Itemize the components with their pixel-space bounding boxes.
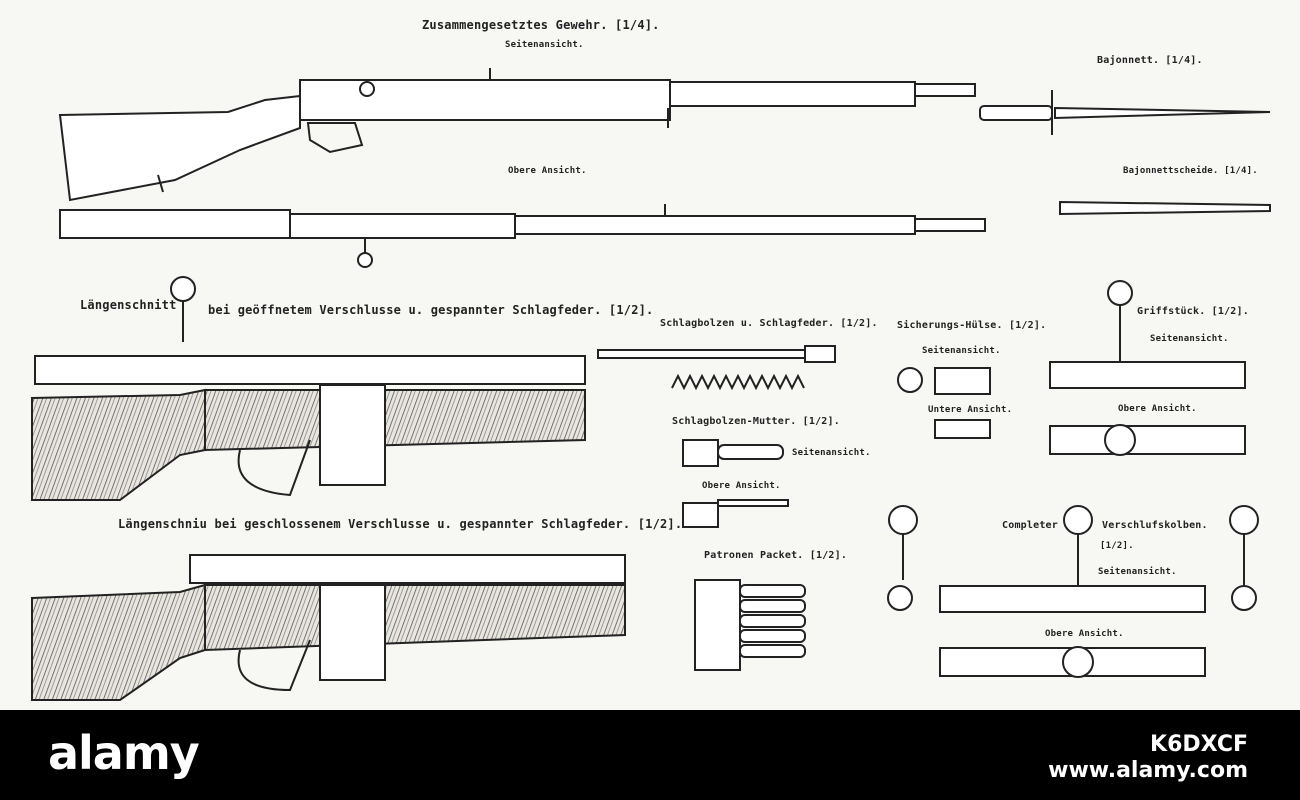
striker-nut-top-label: Obere Ansicht. — [702, 481, 781, 491]
complete-bolt-drawing — [887, 505, 1259, 678]
bolt-side-label: Seitenansicht. — [1098, 567, 1177, 577]
cartridge-clip-label: Patronen Packet. [1/2]. — [704, 550, 848, 561]
alamy-logo: alamy — [48, 726, 200, 780]
striker-label: Schlagbolzen u. Schlagfeder. [1/2]. — [660, 318, 878, 329]
safety-bottom-label: Untere Ansicht. — [928, 405, 1013, 415]
top-view-label: Obere Ansicht. — [508, 166, 587, 176]
section-closed-label: Längenschniu bei geschlossenem Verschlus… — [118, 517, 683, 531]
handle-label: Griffstück. [1/2]. — [1137, 306, 1249, 317]
handle-piece-drawing — [1049, 280, 1246, 456]
watermark-footer — [0, 710, 1300, 800]
bayonet-drawing — [979, 90, 1271, 135]
site-url-label: www.alamy.com — [1048, 758, 1248, 783]
striker-nut-label: Schlagbolzen-Mutter. [1/2]. — [672, 416, 840, 427]
section-open-right-label: bei geöffnetem Verschlusse u. gespannter… — [208, 303, 654, 317]
title-label: Zusammengesetztes Gewehr. [1/4]. — [422, 18, 660, 32]
diagram-plate: Zusammengesetztes Gewehr. [1/4]. Seitena… — [0, 0, 1300, 710]
safety-sleeve-label: Sicherungs-Hülse. [1/2]. — [897, 320, 1047, 331]
handle-top-label: Obere Ansicht. — [1118, 404, 1197, 414]
section-open-left-label: Längenschnitt — [80, 298, 177, 312]
rifle-side-view — [58, 68, 976, 202]
handle-side-label: Seitenansicht. — [1150, 334, 1229, 344]
side-view-label: Seitenansicht. — [505, 40, 584, 50]
striker-nut-side-label: Seitenansicht. — [792, 448, 871, 458]
striker-and-spring — [597, 345, 836, 391]
scabbard-drawing — [1059, 200, 1271, 216]
cartridge-clip-drawing — [694, 579, 806, 671]
bayonet-label: Bajonnett. [1/4]. — [1097, 55, 1203, 66]
safety-side-label: Seitenansicht. — [922, 346, 1001, 356]
rifle-top-view — [59, 204, 986, 268]
scabbard-label: Bajonnettscheide. [1/4]. — [1123, 166, 1258, 176]
section-closed-breech — [31, 554, 626, 701]
bolt-right-label: Verschlufskolben. — [1102, 520, 1208, 531]
bolt-left-label: Completer — [1002, 520, 1058, 531]
safety-sleeve-drawing — [897, 367, 991, 439]
section-open-breech — [31, 276, 586, 501]
striker-nut-drawing — [682, 439, 789, 528]
engraving-artwork — [31, 68, 1271, 701]
image-id-label: K6DXCF — [1150, 732, 1248, 757]
bolt-scale-label: [1/2]. — [1100, 541, 1134, 551]
bolt-top-label: Obere Ansicht. — [1045, 629, 1124, 639]
